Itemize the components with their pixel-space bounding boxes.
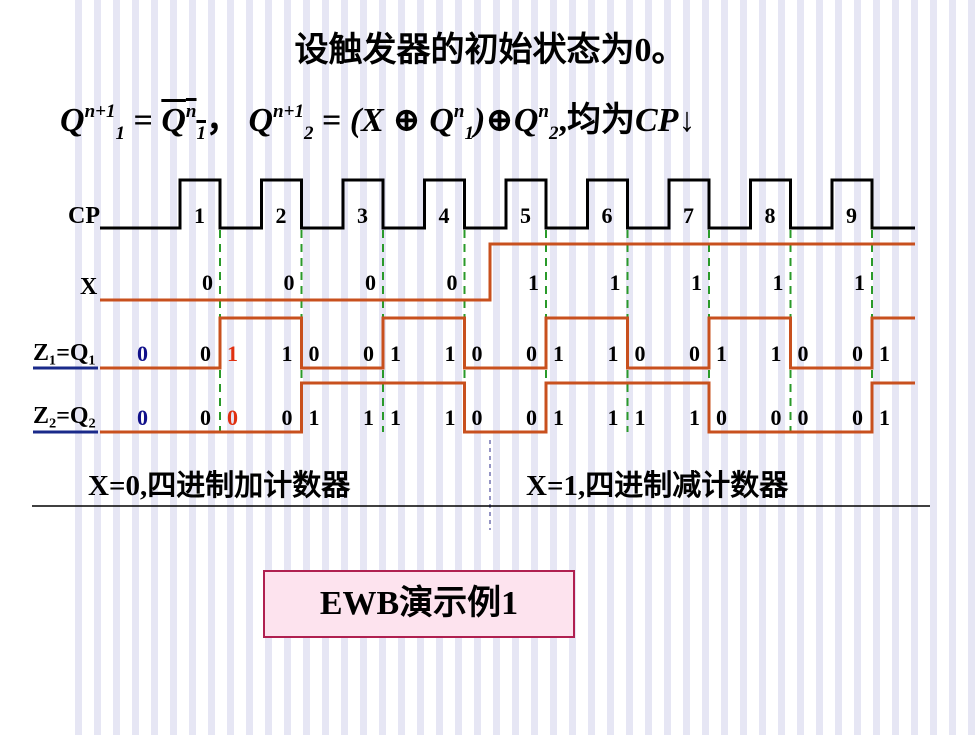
- z1-initial-bit: 0: [137, 341, 148, 366]
- falling-edge-arrow: ↓: [678, 102, 696, 139]
- z1-bit-after-9: 1: [879, 341, 890, 366]
- pulse-number-3: 3: [357, 203, 368, 228]
- z1-bit-before-1: 0: [200, 341, 211, 366]
- pulse-number-2: 2: [275, 203, 287, 228]
- pulse-number-7: 7: [683, 203, 694, 228]
- z1-bit-before-7: 0: [689, 341, 700, 366]
- x-value-7: 1: [691, 270, 702, 295]
- region-up-counter: X=0,四进制加计数器: [88, 470, 351, 502]
- z2-bit-after-2: 1: [308, 405, 320, 430]
- z1-bit-before-5: 0: [526, 341, 537, 366]
- z1-bit-before-6: 1: [607, 341, 619, 366]
- q1-next: Qn+11: [60, 100, 125, 144]
- z2-bit-after-1: 0: [227, 405, 238, 430]
- z1-bit-before-2: 1: [281, 341, 293, 366]
- ewb-demo-button[interactable]: EWB演示例1: [263, 570, 575, 638]
- z2-bit-before-6: 1: [607, 405, 619, 430]
- x-value-9: 1: [854, 270, 865, 295]
- x-label: X: [80, 274, 98, 300]
- z2-bit-after-6: 1: [634, 405, 646, 430]
- pulse-number-9: 9: [846, 203, 857, 228]
- z1-bit-before-3: 0: [363, 341, 374, 366]
- z1-bit-before-8: 1: [770, 341, 782, 366]
- z1-bit-before-9: 0: [852, 341, 863, 366]
- z2-bit-before-4: 1: [444, 405, 456, 430]
- x-value-3: 0: [365, 270, 376, 295]
- z1-label: Z₁=Q₁: [33, 340, 96, 366]
- pulse-number-5: 5: [520, 203, 531, 228]
- z2-bit-after-8: 0: [797, 405, 809, 430]
- page-title: 设触发器的初始状态为0。: [294, 32, 686, 69]
- z2-initial-bit: 0: [137, 405, 148, 430]
- x-value-6: 1: [609, 270, 621, 295]
- z2-bit-before-1: 0: [200, 405, 211, 430]
- z2-bit-before-2: 0: [281, 405, 293, 430]
- q1-bar: Qn1: [161, 100, 206, 144]
- z1-bit-after-2: 0: [308, 341, 320, 366]
- z2-bit-after-7: 0: [716, 405, 727, 430]
- z1-bit-before-4: 1: [444, 341, 456, 366]
- pulse-number-6: 6: [601, 203, 613, 228]
- z2-bit-after-3: 1: [390, 405, 401, 430]
- z2-label: Z₂=Q₂: [33, 403, 96, 429]
- z2-bit-before-8: 0: [770, 405, 782, 430]
- x-waveform: [100, 242, 915, 302]
- z1-waveform: [100, 316, 915, 370]
- z2-bit-after-4: 0: [471, 405, 483, 430]
- q2-next: Qn+12: [248, 100, 314, 144]
- z1-bit-after-3: 1: [390, 341, 401, 366]
- cp-label: CP: [68, 203, 100, 229]
- z2-bit-before-9: 0: [852, 405, 863, 430]
- x-value-8: 1: [772, 270, 784, 295]
- x-value-1: 0: [202, 270, 213, 295]
- formula: Qn+11 = Qn1， Qn+12 = (X ⊕ Qn1)⊕Qn2,均为CP↓: [60, 100, 696, 144]
- z2-bit-after-5: 1: [553, 405, 564, 430]
- z1-bit-after-1: 1: [227, 341, 238, 366]
- x-value-2: 0: [283, 270, 295, 295]
- x-value-5: 1: [528, 270, 539, 295]
- z2-waveform: [100, 381, 915, 434]
- z1-bit-after-7: 1: [716, 341, 727, 366]
- z1-bit-after-8: 0: [797, 341, 809, 366]
- z2-bit-after-9: 1: [879, 405, 890, 430]
- z1-bit-after-6: 0: [634, 341, 646, 366]
- pulse-number-4: 4: [438, 203, 450, 228]
- pulse-number-8: 8: [764, 203, 776, 228]
- region-down-counter: X=1,四进制减计数器: [526, 470, 789, 502]
- z2-bit-before-5: 0: [526, 405, 537, 430]
- z1-bit-after-4: 0: [471, 341, 483, 366]
- cp-waveform: [100, 178, 915, 230]
- z2-bit-before-7: 1: [689, 405, 700, 430]
- x-value-4: 0: [446, 270, 458, 295]
- pulse-number-1: 1: [194, 203, 205, 228]
- z2-bit-before-3: 1: [363, 405, 374, 430]
- z1-bit-after-5: 1: [553, 341, 564, 366]
